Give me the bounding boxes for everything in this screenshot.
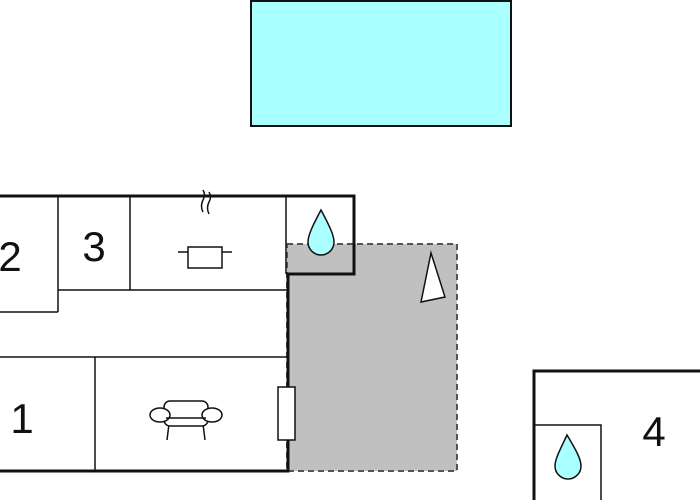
water-drop-icon — [554, 433, 582, 480]
main-house — [0, 194, 356, 473]
pool — [250, 0, 512, 127]
annex-building — [532, 369, 700, 500]
sail-icon — [420, 250, 446, 303]
room-label-3: 3 — [82, 223, 105, 270]
water-drop-icon — [307, 208, 335, 256]
terrace-door — [277, 386, 296, 441]
room-label-2: 2 — [0, 233, 22, 280]
sofa-icon — [149, 400, 223, 441]
pot-icon — [178, 189, 232, 269]
room-label-1: 1 — [10, 395, 33, 442]
room-label-4: 4 — [642, 408, 665, 455]
